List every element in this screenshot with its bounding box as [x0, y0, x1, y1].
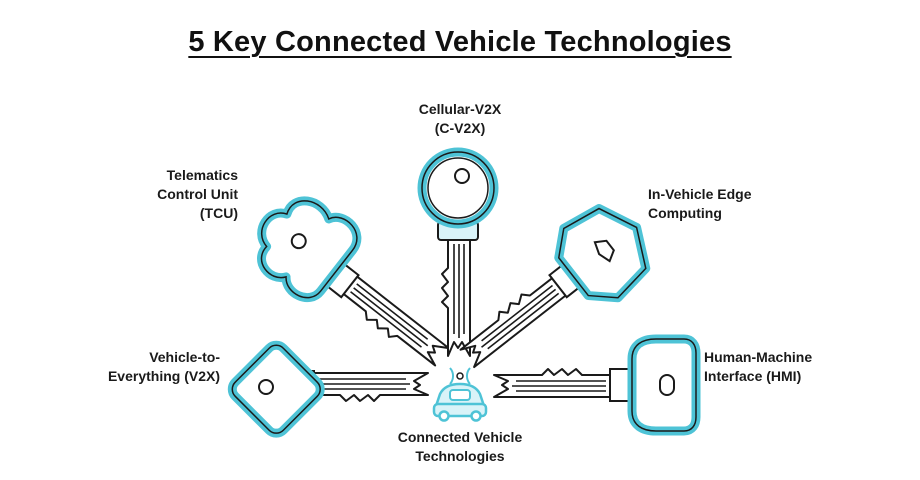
- label-edge-line1: In-Vehicle Edge: [648, 186, 752, 202]
- label-cv2x-line2: (C-V2X): [434, 120, 486, 136]
- label-tcu: Telematics Control Unit (TCU): [100, 166, 238, 223]
- label-tcu-line3: (TCU): [199, 205, 238, 221]
- key-v2x: [227, 340, 429, 438]
- label-v2x: Vehicle-to- Everything (V2X): [60, 348, 220, 386]
- label-v2x-line1: Vehicle-to-: [149, 349, 220, 365]
- key-tcu: [257, 196, 450, 372]
- label-hmi-line1: Human-Machine: [704, 349, 813, 365]
- connected-car-icon: [432, 367, 488, 422]
- label-hmi: Human-Machine Interface (HMI): [704, 348, 884, 386]
- label-edge: In-Vehicle Edge Computing: [648, 185, 828, 223]
- label-tcu-line2: Control Unit: [157, 186, 238, 202]
- label-cv2x: Cellular-V2X (C-V2X): [380, 100, 540, 138]
- key-edge: [455, 204, 651, 369]
- label-tcu-line1: Telematics: [166, 167, 238, 183]
- key-cv2x: [417, 147, 499, 357]
- label-v2x-line2: Everything (V2X): [107, 368, 220, 384]
- label-edge-line2: Computing: [648, 205, 722, 221]
- page-title: 5 Key Connected Vehicle Technologies: [188, 26, 732, 58]
- label-cv2x-line1: Cellular-V2X: [418, 101, 502, 117]
- label-hmi-line2: Interface (HMI): [704, 368, 802, 384]
- label-center: Connected Vehicle Technologies: [370, 428, 550, 466]
- label-center-line2: Technologies: [415, 448, 505, 464]
- label-center-line1: Connected Vehicle: [397, 429, 523, 445]
- key-hmi: [493, 334, 701, 436]
